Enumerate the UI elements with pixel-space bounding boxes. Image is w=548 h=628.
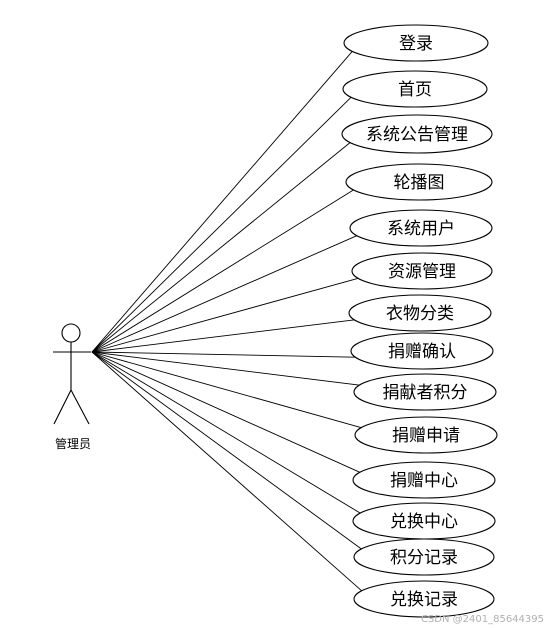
use-case-ellipse — [343, 24, 489, 62]
actor-left-leg — [53, 389, 72, 425]
association-line — [91, 318, 359, 353]
actor-head — [61, 323, 81, 343]
use-case-ellipse — [353, 373, 497, 411]
association-line — [91, 233, 361, 353]
use-case: 捐赠中心 — [352, 461, 496, 499]
use-cases: 登录首页系统公告管理轮播图系统用户资源管理衣物分类捐赠确认捐献者积分捐赠申请捐赠… — [341, 24, 498, 618]
use-case-label: 兑换记录 — [390, 590, 458, 610]
use-case: 兑换记录 — [353, 580, 495, 618]
use-case-label: 衣物分类 — [386, 304, 454, 324]
use-case-label: 首页 — [398, 80, 432, 100]
association-line — [91, 49, 355, 353]
watermark: CSDN @2401_85644395 — [421, 614, 544, 625]
use-case: 捐赠申请 — [354, 416, 498, 454]
association-line — [91, 276, 362, 353]
use-case: 衣物分类 — [348, 294, 492, 332]
actor-administrator: 管理员 — [53, 323, 91, 451]
association-lines — [91, 49, 366, 594]
use-case: 登录 — [343, 24, 489, 62]
use-case-label: 捐献者积分 — [383, 383, 468, 403]
use-case-ellipse — [353, 580, 495, 618]
association-line — [91, 140, 353, 353]
association-line — [91, 351, 366, 430]
use-case: 资源管理 — [351, 252, 493, 290]
association-line — [91, 187, 357, 353]
use-case-label: 捐赠确认 — [388, 342, 456, 362]
use-case: 兑换中心 — [352, 502, 496, 540]
actor-label: 管理员 — [55, 436, 91, 451]
use-case-ellipse — [348, 294, 492, 332]
use-case-label: 捐赠申请 — [392, 426, 460, 446]
use-case-ellipse — [342, 70, 488, 108]
use-case-label: 登录 — [399, 34, 433, 54]
association-line — [91, 351, 364, 475]
association-line — [91, 351, 364, 387]
use-case-label: 捐赠中心 — [390, 471, 458, 491]
use-case-label: 轮播图 — [394, 173, 445, 193]
use-case-ellipse — [354, 416, 498, 454]
association-line — [91, 94, 354, 353]
use-case-ellipse — [352, 461, 496, 499]
use-case-label: 资源管理 — [388, 262, 456, 282]
association-line — [91, 351, 364, 516]
use-case: 系统用户 — [349, 209, 493, 247]
association-line — [91, 351, 365, 594]
use-case-ellipse — [341, 114, 493, 154]
use-case: 系统公告管理 — [341, 114, 493, 154]
use-case: 捐赠确认 — [350, 332, 494, 370]
use-case: 首页 — [342, 70, 488, 108]
association-line — [91, 351, 365, 552]
use-case: 积分记录 — [353, 538, 495, 576]
association-line — [91, 351, 361, 358]
use-case-ellipse — [345, 163, 493, 201]
use-case-label: 系统用户 — [387, 219, 455, 239]
use-case-ellipse — [351, 252, 493, 290]
actor-right-leg — [70, 389, 90, 425]
use-case-label: 兑换中心 — [390, 512, 458, 532]
use-case-ellipse — [349, 209, 493, 247]
use-case-label: 积分记录 — [390, 548, 458, 568]
use-case-ellipse — [353, 538, 495, 576]
use-case: 轮播图 — [345, 163, 493, 201]
use-case: 捐献者积分 — [353, 373, 497, 411]
use-case-ellipse — [350, 332, 494, 370]
use-case-label: 系统公告管理 — [366, 125, 468, 145]
